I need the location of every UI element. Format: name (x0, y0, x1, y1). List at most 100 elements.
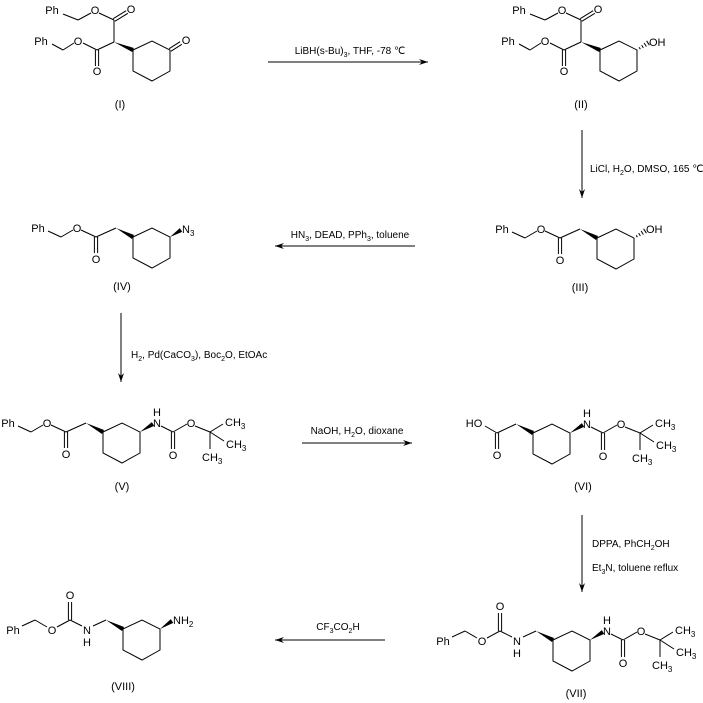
atom-label-oh: OH (646, 224, 663, 236)
single-bond (499, 630, 513, 638)
compound-label: (I) (115, 99, 125, 111)
double-bond (579, 10, 596, 22)
single-bond (451, 630, 466, 638)
subscript: 3 (218, 457, 223, 466)
reagent-segment: O, EtOAc (225, 350, 267, 361)
subscript: 3 (648, 458, 653, 467)
cyclohexane-ring (532, 423, 571, 465)
atom-label-ph: Ph (501, 36, 514, 48)
double-bond (600, 433, 606, 450)
single-bond (464, 630, 478, 639)
reaction-arrow (268, 59, 428, 65)
atom-label-o: O (127, 4, 136, 16)
atom-label-ch3: CH3 (656, 440, 677, 454)
single-bond (209, 423, 224, 433)
single-bond (565, 12, 582, 21)
single-bond (559, 228, 581, 239)
cyclohexane-ring (596, 228, 635, 270)
atom-label-o: O (556, 255, 565, 267)
compound-label: (V) (115, 481, 130, 493)
single-bond (34, 619, 48, 628)
single-bond (486, 630, 501, 639)
atom-label-o: O (637, 626, 646, 638)
cyclohexane-ring (132, 227, 171, 269)
wedge-bond (140, 422, 155, 432)
wedge-bond (116, 228, 135, 239)
reagent-segment: , DEAD, PPh (309, 230, 367, 241)
atom-label-ch3: CH3 (655, 418, 676, 432)
single-bond (51, 43, 64, 51)
subscript: 2 (351, 432, 355, 439)
single-bond (62, 13, 79, 21)
single-bond (659, 639, 675, 650)
atom-label-o: O (617, 419, 626, 431)
subscript: 3 (190, 229, 195, 238)
atom-label-ph: Ph (45, 5, 58, 17)
reagent-segment: O, DMSO, 165 ℃ (624, 164, 703, 175)
bond-line (114, 12, 129, 22)
subscript: 2 (138, 356, 142, 363)
subscript: 3 (692, 652, 697, 661)
single-bond (50, 424, 67, 433)
reagent-text: LiBH(s-Bu)3, THF, -78 ℃ (295, 46, 406, 59)
hash-line (643, 228, 647, 234)
reagent-segment: N, toluene reflux (605, 563, 678, 574)
atom-label-h: H (83, 637, 91, 649)
subscript: 3 (241, 422, 246, 431)
atom-label-o: O (560, 66, 569, 78)
atom-label-o: O (73, 223, 82, 235)
reaction-arrow (579, 515, 585, 592)
double-bond (557, 238, 563, 254)
atom-label-ch3: CH3 (226, 439, 247, 453)
compound-label: (VI) (574, 481, 592, 493)
subscript: 2 (620, 170, 624, 177)
single-bond (80, 229, 97, 238)
hash-line (638, 232, 641, 237)
wedge-bond (170, 228, 183, 237)
atom-label-ch3: CH3 (632, 453, 653, 467)
atom-label-o: O (62, 449, 71, 461)
atom-label-o: O (619, 658, 628, 670)
single-bond (484, 425, 498, 434)
bond-line (581, 12, 596, 22)
atom-label-o: O (187, 418, 196, 430)
single-bond (518, 43, 531, 51)
subscript: 3 (191, 356, 195, 363)
atom-label-oh: OH (649, 37, 666, 49)
reagent-segment: DPPA, PhCH (592, 539, 651, 550)
atom-label-o: O (48, 625, 57, 637)
double-bond (170, 432, 176, 449)
reagent-segment: Et (592, 563, 602, 574)
arrowhead-icon (419, 59, 428, 65)
step-4: H2, Pd(CaCO3), Boc2O, EtOAc (118, 313, 267, 382)
atom-text: CH (202, 452, 218, 464)
atom-label-ph: Ph (495, 224, 508, 236)
single-bond (524, 230, 538, 239)
wedge-bond (114, 42, 134, 53)
hash-line (646, 40, 650, 46)
single-bond (602, 424, 618, 434)
hashed-bond (635, 228, 647, 238)
hash-line (638, 47, 641, 50)
atom-label-o: O (558, 5, 567, 17)
atom-label-n: N (583, 419, 591, 431)
single-bond (30, 424, 44, 433)
reagent-segment: , toluene (371, 230, 410, 241)
reagent-text: H2, Pd(CaCO3), Boc2O, EtOAc (131, 350, 267, 363)
atom-label-o: O (182, 35, 191, 47)
bond-line (168, 41, 181, 50)
subscript: 2 (221, 356, 225, 363)
single-bond (639, 432, 655, 443)
cyclohexane-ring (599, 40, 638, 82)
single-bond (639, 424, 654, 434)
atom-label-h: H (513, 648, 521, 660)
atom-label-ph: Ph (512, 5, 525, 17)
single-bond (56, 619, 71, 628)
atom-label-o: O (93, 66, 102, 78)
single-bond (209, 431, 225, 442)
